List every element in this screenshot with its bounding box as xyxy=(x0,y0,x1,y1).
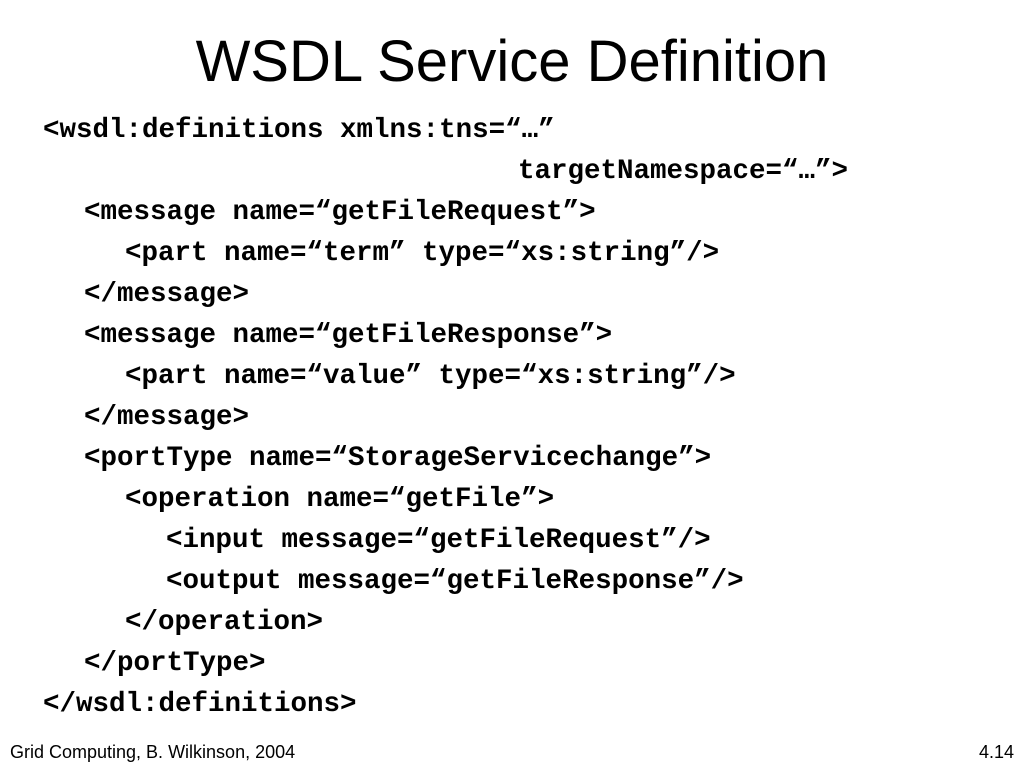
code-line-message-response-open: <message name=“getFileResponse”> xyxy=(84,320,613,351)
code-line-operation-close: </operation> xyxy=(125,607,324,638)
code-line-porttype-open: <portType name=“StorageServicechange”> xyxy=(84,443,712,474)
code-line-operation-open: <operation name=“getFile”> xyxy=(125,484,555,515)
code-line-message-request-open: <message name=“getFileRequest”> xyxy=(84,197,596,228)
code-line-message-close: </message> xyxy=(84,279,250,310)
code-line-input: <input message=“getFileRequest”/> xyxy=(166,525,711,556)
code-line-output: <output message=“getFileResponse”/> xyxy=(166,566,744,597)
code-line-target-namespace: targetNamespace=“…”> xyxy=(518,156,849,187)
code-line-definitions-close: </wsdl:definitions> xyxy=(43,689,357,720)
code-line-message-close: </message> xyxy=(84,402,250,433)
code-line-part-value: <part name=“value” type=“xs:string”/> xyxy=(125,361,736,392)
code-line-part-term: <part name=“term” type=“xs:string”/> xyxy=(125,238,720,269)
wsdl-code-block: <wsdl:definitions xmlns:tns=“…” targetNa… xyxy=(43,110,1003,725)
footer-slide-number: 4.14 xyxy=(978,742,1014,762)
code-line-definitions-open: <wsdl:definitions xmlns:tns=“…” xyxy=(43,115,555,146)
slide-title: WSDL Service Definition xyxy=(195,29,829,94)
code-line-porttype-close: </portType> xyxy=(84,648,266,679)
footer-course-credit: Grid Computing, B. Wilkinson, 2004 xyxy=(10,742,296,762)
